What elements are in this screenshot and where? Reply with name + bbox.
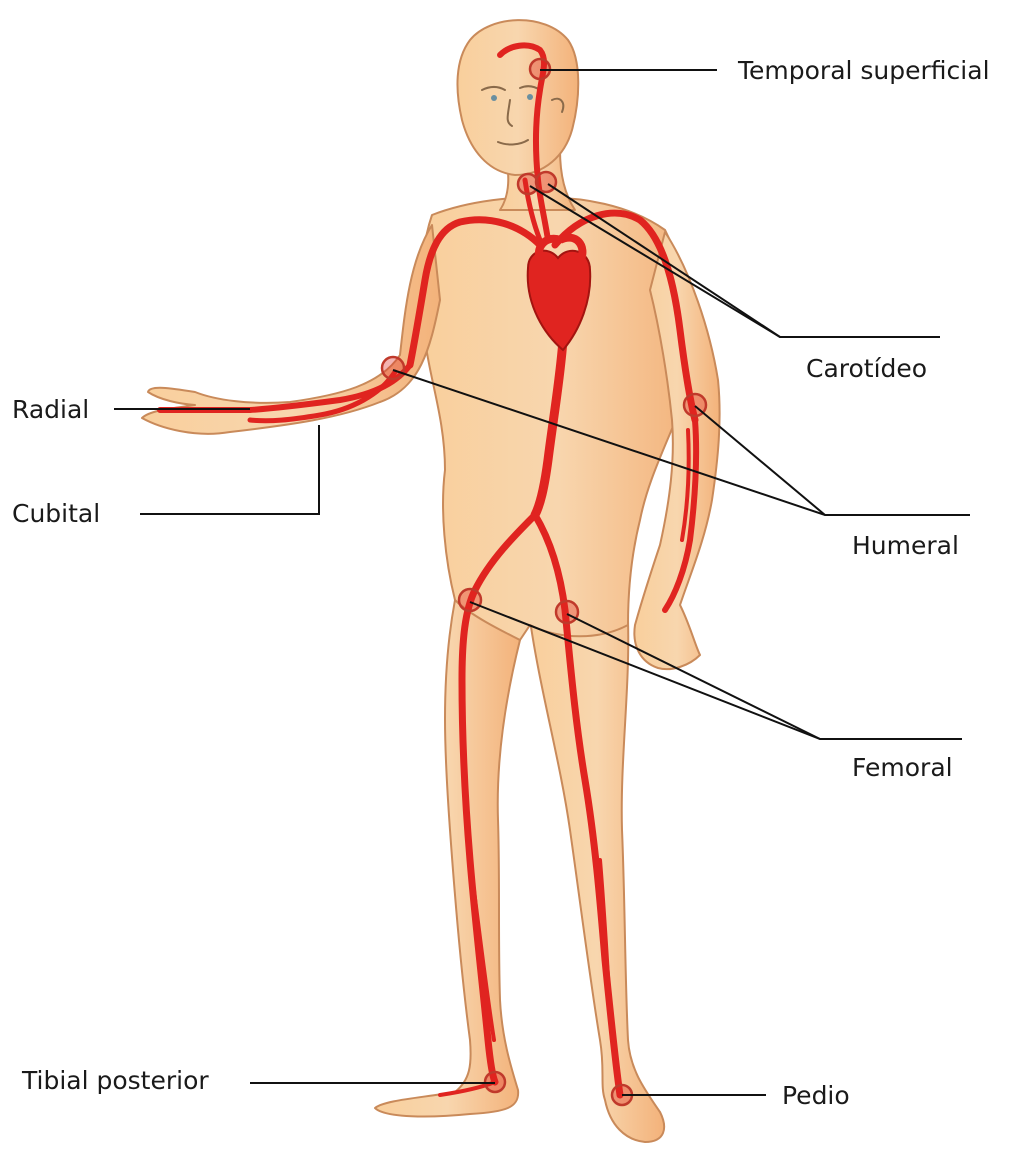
label-temporal: Temporal superficial (738, 58, 990, 83)
label-radial: Radial (12, 397, 89, 422)
pulse-point-carotid-left (536, 172, 556, 192)
leader-cubital (140, 425, 319, 514)
pulse-point-femoral-left (556, 601, 578, 623)
label-humeral: Humeral (852, 533, 959, 558)
label-carotid: Carotídeo (806, 356, 927, 381)
label-cubital: Cubital (12, 501, 100, 526)
body-silhouette (142, 20, 720, 1142)
pulse-point-humeral-right (382, 357, 404, 379)
label-pedio: Pedio (782, 1083, 850, 1108)
pulse-point-femoral-right (459, 589, 481, 611)
label-tibial: Tibial posterior (22, 1068, 209, 1093)
label-femoral: Femoral (852, 755, 953, 780)
